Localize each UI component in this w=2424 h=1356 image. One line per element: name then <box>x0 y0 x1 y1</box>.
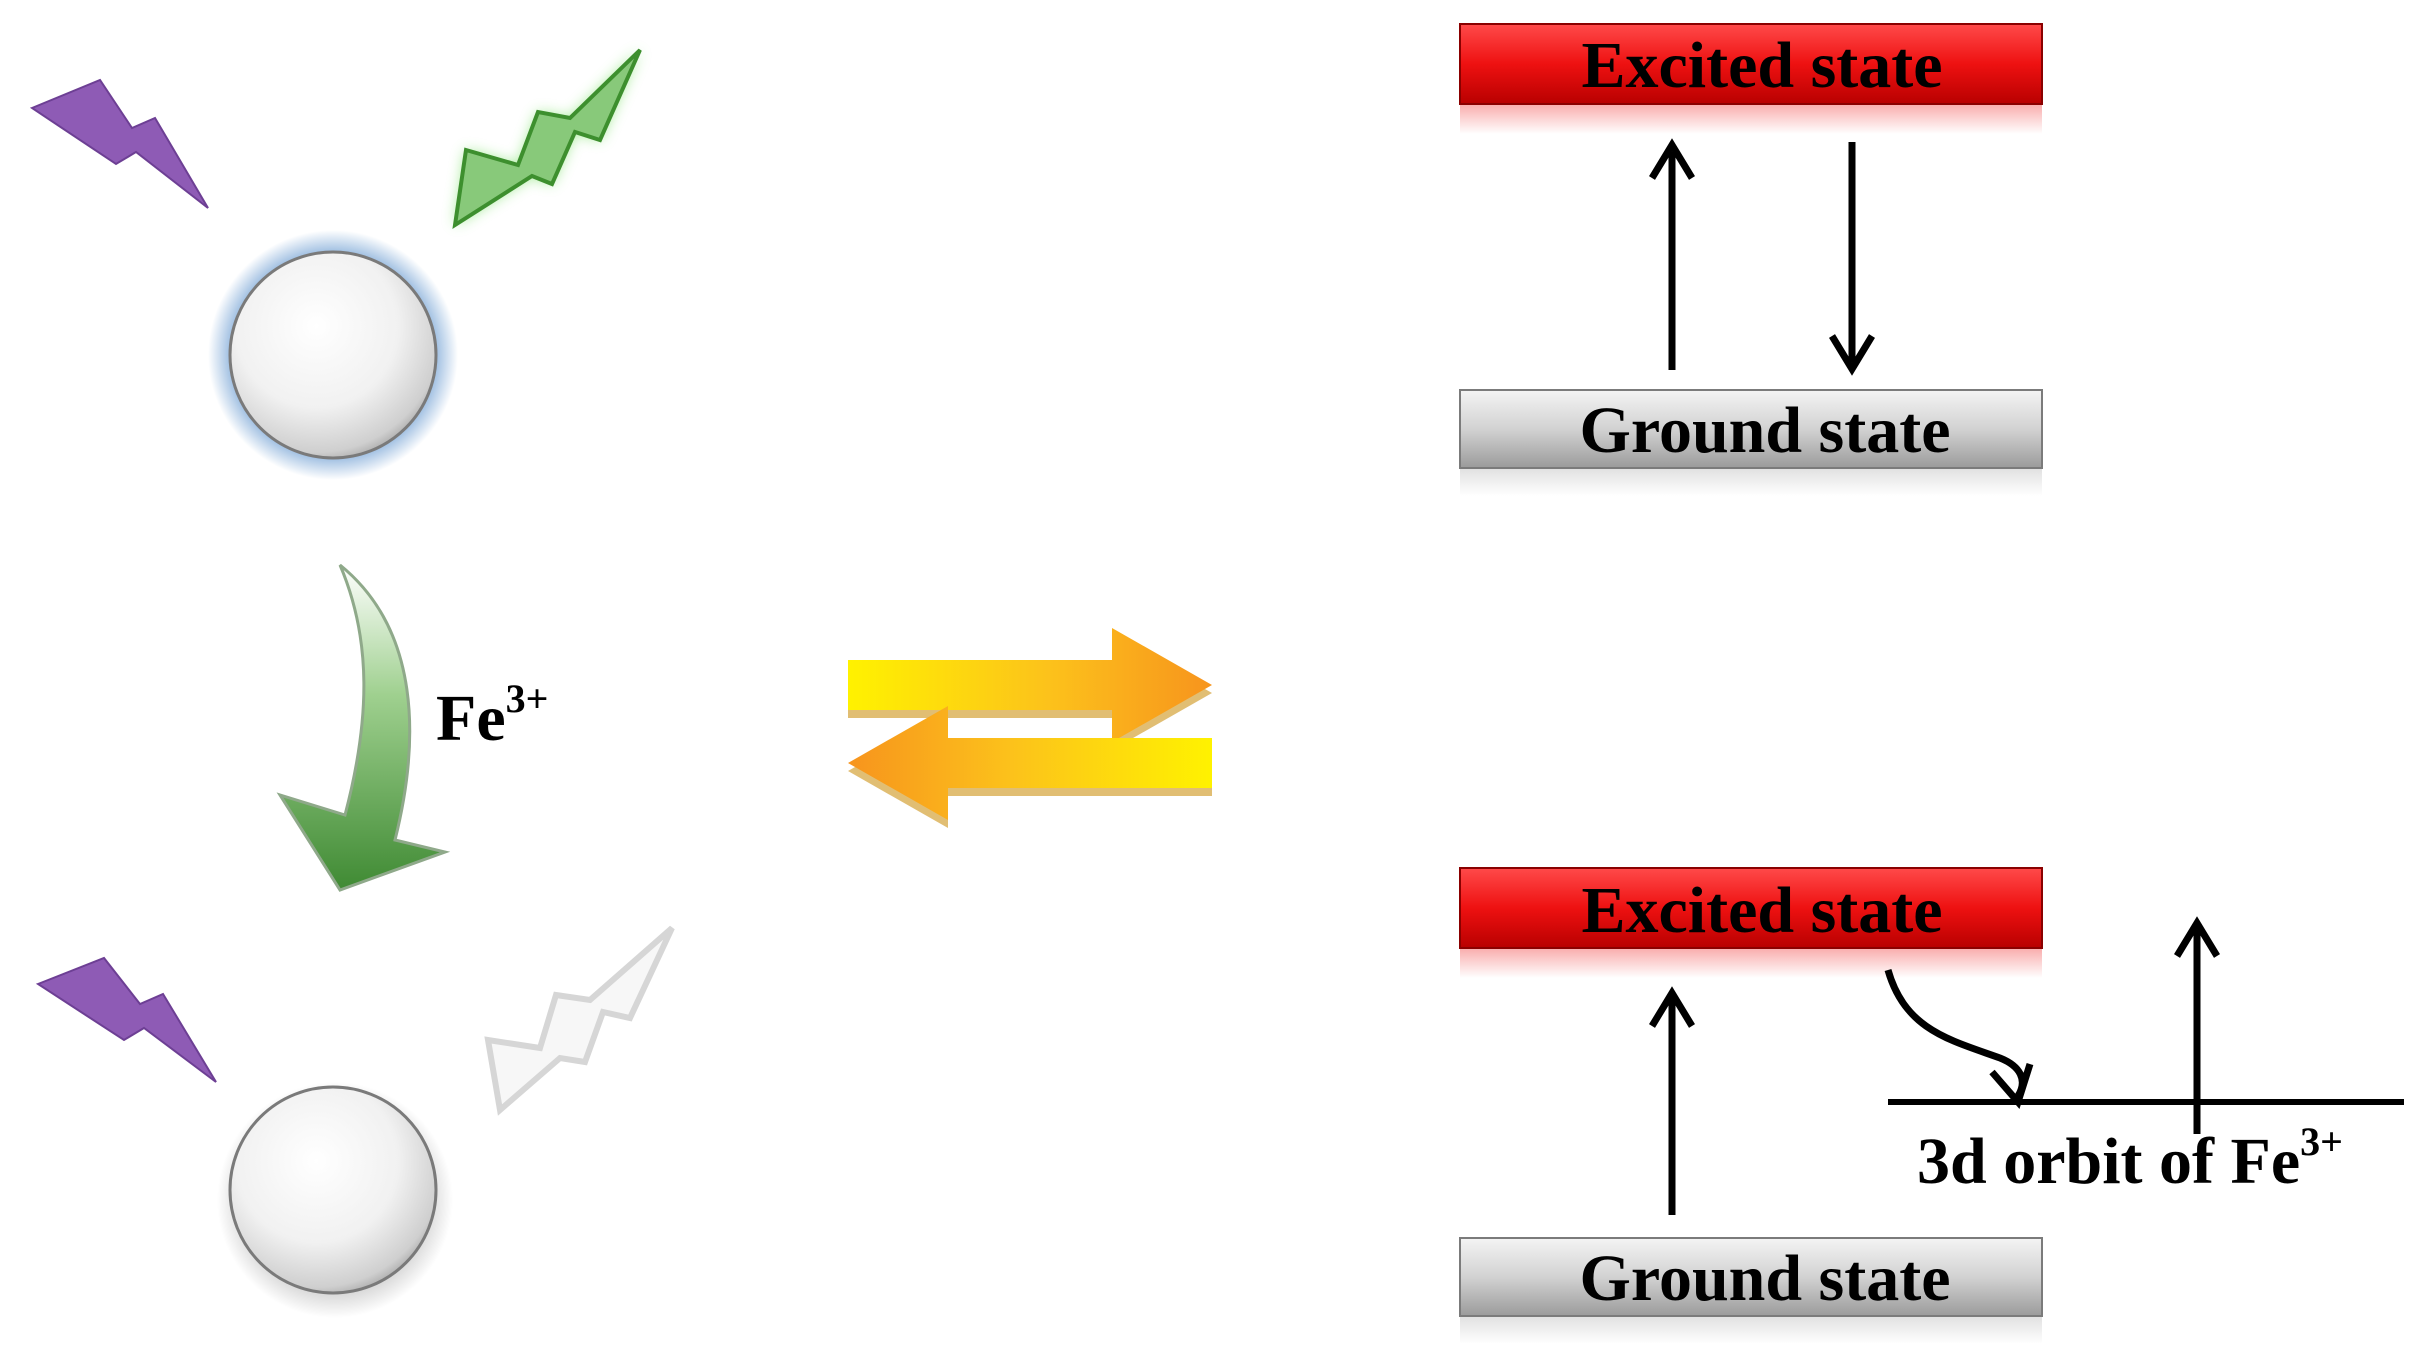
excited-state-label: Excited state <box>1581 874 1942 947</box>
quenched-emission-bolt-icon <box>484 925 675 1116</box>
energy-diagram-fluorescence: Excited state Ground state <box>1459 23 2043 496</box>
excitation-bolt-icon <box>35 956 217 1083</box>
quencher-label: Fe3+ <box>436 676 548 755</box>
excitation-bolt-icon <box>29 78 209 209</box>
excited-state-label: Excited state <box>1581 29 1942 102</box>
energy-diagram-quenching: Excited state 3d orbit of Fe3+ Ground st… <box>1459 867 2404 1344</box>
ground-state-label: Ground state <box>1580 394 1951 467</box>
fluorescent-particle <box>208 230 458 480</box>
ground-state-label: Ground state <box>1580 1242 1951 1315</box>
ground-state-bar <box>1459 1237 2043 1317</box>
electron-transfer-curved-arrow <box>1884 969 2026 1098</box>
excited-state-bar <box>1459 23 2043 105</box>
excited-state-bar <box>1459 867 2043 949</box>
fe3-orbital-label: 3d orbit of Fe3+ <box>1917 1119 2343 1198</box>
ground-state-bar <box>1459 389 2043 469</box>
forward-arrow <box>848 628 1212 750</box>
reverse-arrow <box>848 706 1212 828</box>
quenching-curved-arrow <box>276 563 451 892</box>
quenched-particle <box>217 1082 453 1318</box>
emission-bolt-icon <box>452 48 642 230</box>
